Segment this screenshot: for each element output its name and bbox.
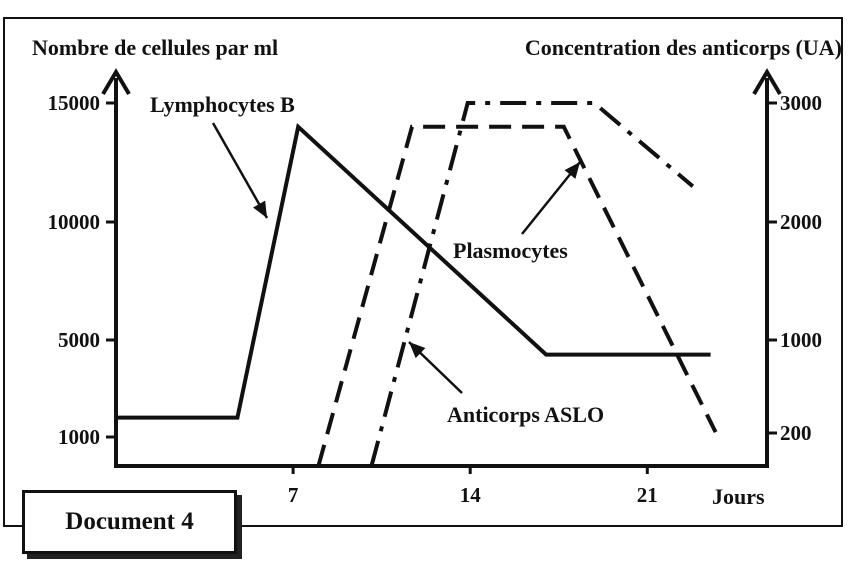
x-tick-label: 7 — [288, 483, 299, 507]
y-right-axis-arrow — [752, 68, 782, 96]
x-axis-title: Jours — [712, 484, 765, 509]
y-right-tick-label: 1000 — [780, 328, 822, 352]
y-left-axis-title: Nombre de cellules par ml — [32, 35, 278, 60]
y-right-tick-label: 2000 — [780, 210, 822, 234]
series-line-anticorps-aslo — [369, 101, 695, 467]
series-layer — [116, 101, 718, 467]
annotation-arrowhead — [253, 200, 267, 218]
annotation-label: Anticorps ASLO — [447, 402, 604, 427]
series-line-lymphocytes-b — [116, 122, 711, 420]
x-tick-label: 14 — [460, 483, 482, 507]
x-tick-label: 21 — [637, 483, 658, 507]
document-label-box: Document 4 — [22, 490, 237, 554]
y-right-tick-label: 3000 — [780, 91, 822, 115]
y-right-axis-title: Concentration des anticorps (UA) — [525, 35, 842, 60]
annotation-label: Lymphocytes B — [150, 92, 295, 117]
annotation-arrowhead — [409, 342, 426, 359]
document-label: Document 4 — [65, 508, 194, 535]
y-left-axis-arrow — [101, 68, 131, 96]
annotation-arrow-line — [211, 122, 269, 219]
series-line-plasmocytes — [316, 124, 718, 467]
y-left-tick-label: 15000 — [48, 91, 101, 115]
y-left-tick-label: 1000 — [58, 425, 100, 449]
annotation-arrowhead — [564, 162, 580, 179]
y-right-tick-label: 200 — [780, 421, 812, 445]
ticks-layer: 7 14 21 1000 5000 10000 15000 200 1000 2000 3000 — [48, 91, 823, 507]
annotation-label: Plasmocytes — [453, 238, 568, 263]
y-left-tick-label: 10000 — [48, 210, 101, 234]
outer-frame — [3, 17, 843, 527]
y-left-tick-label: 5000 — [58, 328, 100, 352]
